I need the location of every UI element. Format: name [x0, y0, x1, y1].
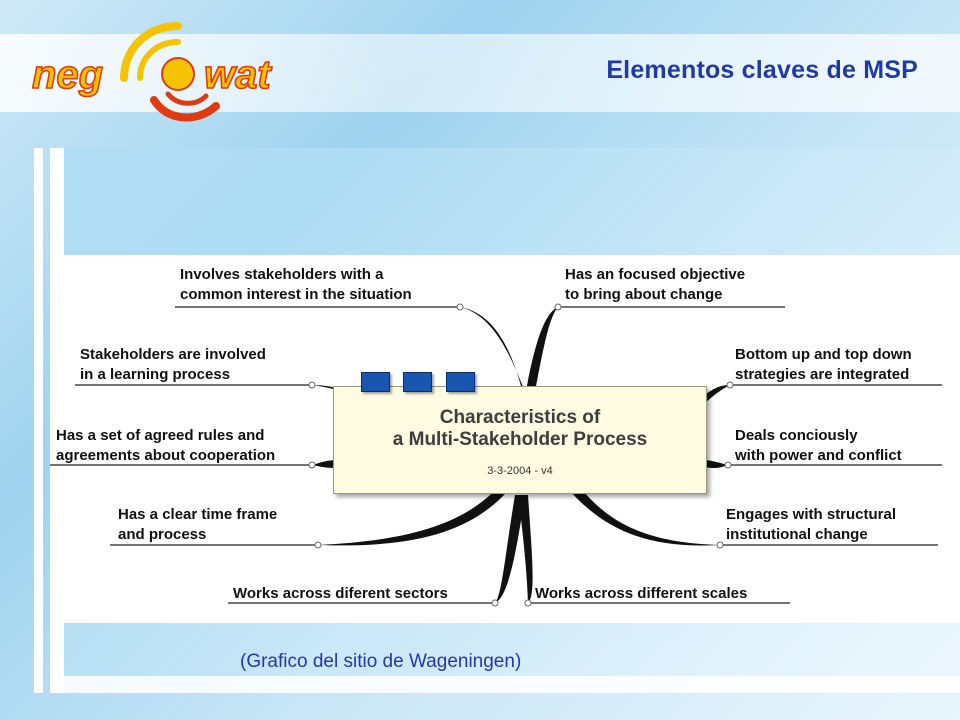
connector-dot	[724, 461, 732, 469]
node-left-3: Has a set of agreed rules and agreements…	[56, 427, 276, 464]
node-left-5: Works across diferent sectors	[233, 585, 448, 602]
center-node-title: Characteristics of a Multi-Stakeholder P…	[392, 407, 648, 450]
branch-right-2	[705, 385, 730, 403]
connector-dot	[716, 541, 724, 549]
connector-dot	[524, 599, 532, 607]
connector-dot	[491, 599, 499, 607]
connector-dot	[726, 381, 734, 389]
blue-tag-3	[446, 372, 475, 392]
connector-dot	[554, 303, 562, 311]
connector-dot	[308, 461, 316, 469]
logo-arc-lower-outer	[150, 96, 220, 122]
mind-map-connectors	[50, 303, 942, 607]
image-caption: (Grafico del sitio de Wageningen)	[240, 651, 522, 672]
node-left-1: Involves stakeholders with a common inte…	[180, 266, 412, 303]
logo-arc-outer	[120, 22, 182, 82]
logo-arc-lower-inner	[165, 91, 209, 106]
branch-right-3	[705, 460, 728, 469]
page-title: Elementos claves de MSP	[606, 56, 918, 84]
center-node: Characteristics of a Multi-Stakeholder P…	[333, 386, 707, 494]
branch-left-4	[318, 455, 532, 546]
negowat-logo: neg wat	[31, 22, 273, 122]
node-right-5: Works across different scales	[535, 585, 748, 602]
logo-text-wat: wat	[204, 53, 272, 97]
node-left-2: Stakeholders are involved in a learning …	[80, 346, 266, 383]
node-right-4: Engages with structural institutional ch…	[726, 506, 897, 543]
left-bar-1	[34, 148, 43, 693]
connector-dot	[314, 541, 322, 549]
branch-right-5	[518, 495, 533, 603]
node-right-3: Deals conciously with power and conflict	[735, 427, 902, 464]
bottom-bar	[50, 676, 960, 693]
branch-left-5	[495, 495, 525, 603]
blue-tag-1	[361, 372, 390, 392]
center-node-date: 3-3-2004 - v4	[487, 465, 553, 477]
logo-sun	[161, 57, 195, 91]
connector-dot	[308, 381, 316, 389]
blue-tag-2	[403, 372, 432, 392]
mind-map-diagram: Characteristics of a Multi-Stakeholder P…	[50, 255, 960, 623]
node-right-2: Bottom up and top down strategies are in…	[735, 346, 912, 383]
node-right-1: Has an focused objective to bring about …	[565, 266, 746, 303]
logo-text-neg: neg	[32, 53, 103, 97]
node-left-4: Has a clear time frame and process	[118, 506, 278, 543]
logo-arc-inner	[137, 39, 181, 81]
connector-dot	[456, 303, 464, 311]
branch-right-4	[570, 487, 720, 546]
